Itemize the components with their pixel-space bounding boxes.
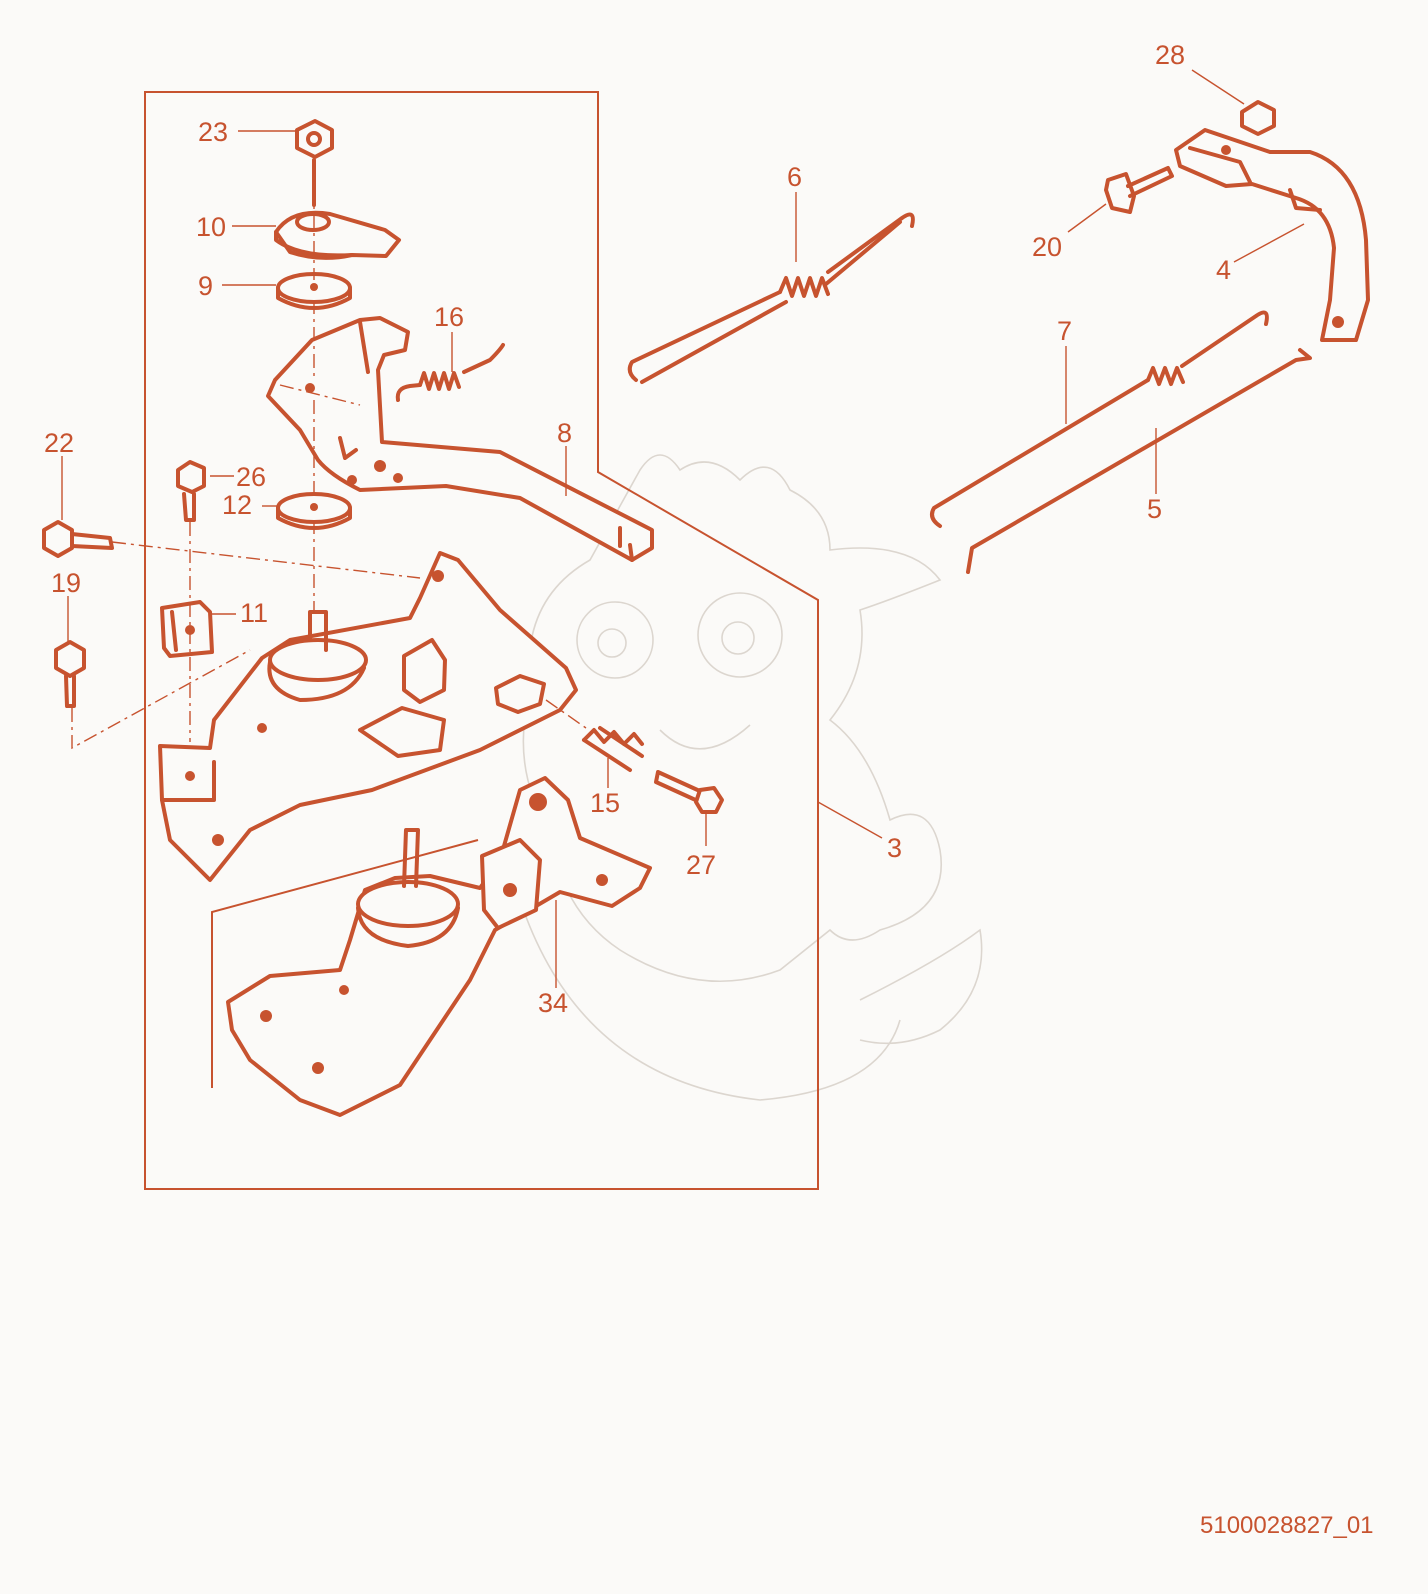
- part-6-spring-rod: [627, 212, 915, 384]
- part-5-rod: [966, 348, 1312, 574]
- label-5: 5: [1147, 494, 1162, 524]
- part-26-bolt: [176, 460, 206, 522]
- label-27: 27: [686, 850, 716, 880]
- label-9: 9: [198, 271, 213, 301]
- part-27-bolt: [654, 770, 724, 814]
- part-19-bolt: [54, 640, 86, 708]
- part-4-lever-arm: [1174, 128, 1370, 342]
- label-6: 6: [787, 162, 802, 192]
- label-15: 15: [590, 788, 620, 818]
- label-7: 7: [1057, 316, 1072, 346]
- document-id: 5100028827_01: [1200, 1512, 1374, 1539]
- label-10: 10: [196, 212, 226, 242]
- label-23: 23: [198, 117, 228, 147]
- assembly-axis-lines: [71, 160, 587, 1088]
- assembly-frame: [144, 91, 819, 1190]
- part-22-bolt: [42, 520, 114, 558]
- part-11-clip-nut: [160, 600, 214, 658]
- part-8-shift-lever: [266, 316, 654, 562]
- label-26: 26: [236, 462, 266, 492]
- label-28: 28: [1155, 40, 1185, 70]
- leader-lines: [61, 69, 1305, 988]
- label-16: 16: [434, 302, 464, 332]
- part-3-base-plate: [158, 551, 578, 882]
- part-28-nut: [1240, 100, 1276, 136]
- dragon-mascot-watermark-icon: [519, 454, 983, 1101]
- part-10-lever-plate: [274, 210, 401, 260]
- label-12: 12: [222, 490, 252, 520]
- label-8: 8: [557, 418, 572, 448]
- label-4: 4: [1216, 255, 1231, 285]
- label-19: 19: [51, 568, 81, 598]
- label-3: 3: [887, 833, 902, 863]
- label-22: 22: [44, 428, 74, 458]
- part-7-spring-rod: [930, 310, 1269, 528]
- part-34-bracket: [226, 776, 652, 1117]
- label-11: 11: [240, 598, 268, 628]
- part-number-labels: 28 23 6 10 9 16 20 4 7 22 26 12 8 5 19 1…: [44, 40, 1231, 1018]
- label-34: 34: [538, 988, 568, 1018]
- part-15-spring: [582, 726, 644, 772]
- label-20: 20: [1032, 232, 1062, 262]
- part-16-spring: [395, 343, 505, 402]
- part-20-bolt: [1104, 166, 1174, 214]
